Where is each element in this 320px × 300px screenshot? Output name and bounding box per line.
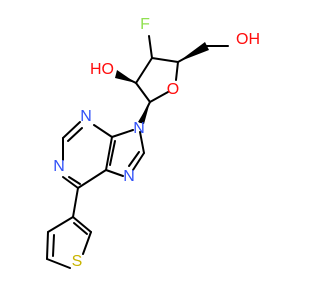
atom-labels: F HO OH O N N N N S [53, 16, 260, 270]
atom-n3: N [80, 108, 92, 125]
atom-n9: N [133, 120, 145, 137]
bond-c8-n7-double [128, 151, 140, 167]
bond-o-ring-c1 [149, 91, 169, 103]
bond-th2-s [82, 231, 92, 255]
wedge-c1-n9 [138, 102, 150, 124]
stereo-wedges [115, 42, 209, 124]
bond-c6-c5p [77, 169, 107, 189]
bond-n3-c2-double [67, 127, 83, 142]
bond-c4-c5 [151, 57, 179, 63]
bond-th4-th3 [47, 216, 74, 233]
bond-s-th5 [46, 258, 71, 269]
bond-n7-c5p [105, 169, 124, 177]
bond-th3-th2-double [73, 222, 88, 235]
bond-c3-c4 [135, 57, 153, 84]
bond-c5p-c4p [105, 136, 113, 171]
wedge-c5-ch2 [178, 42, 209, 62]
bonds [46, 35, 229, 269]
bond-c4p-n3 [93, 124, 113, 138]
atom-ho-secondary: HO [90, 61, 114, 78]
bond-th5-th4 [46, 231, 49, 260]
bond-n1-c6-double [68, 176, 81, 185]
bond-c6-th3 [72, 187, 79, 218]
bond-n9-c8 [139, 131, 145, 154]
bond-n1-c6 [62, 176, 79, 189]
bond-th5-th4-double [52, 234, 55, 257]
bond-c1-c3 [135, 82, 151, 103]
atom-n7: N [123, 168, 135, 185]
molecule-structure: F HO OH O N N N N S [46, 16, 260, 270]
atom-f: F [140, 16, 150, 33]
atom-n1: N [53, 158, 65, 175]
bond-c4-f [148, 35, 153, 59]
bond-n3-c2 [62, 121, 81, 139]
bond-n9-c4p [111, 129, 134, 138]
atom-s: S [72, 253, 83, 270]
bond-th3-th2 [72, 216, 92, 233]
atom-oh-primary: OH [236, 31, 260, 48]
bond-c5p-c4p-double [109, 140, 116, 166]
bond-c5-o-ring [175, 61, 179, 81]
wedge-c3-ho [115, 70, 136, 83]
bond-c8-n7 [132, 152, 145, 171]
atom-o-ring: O [167, 81, 179, 98]
